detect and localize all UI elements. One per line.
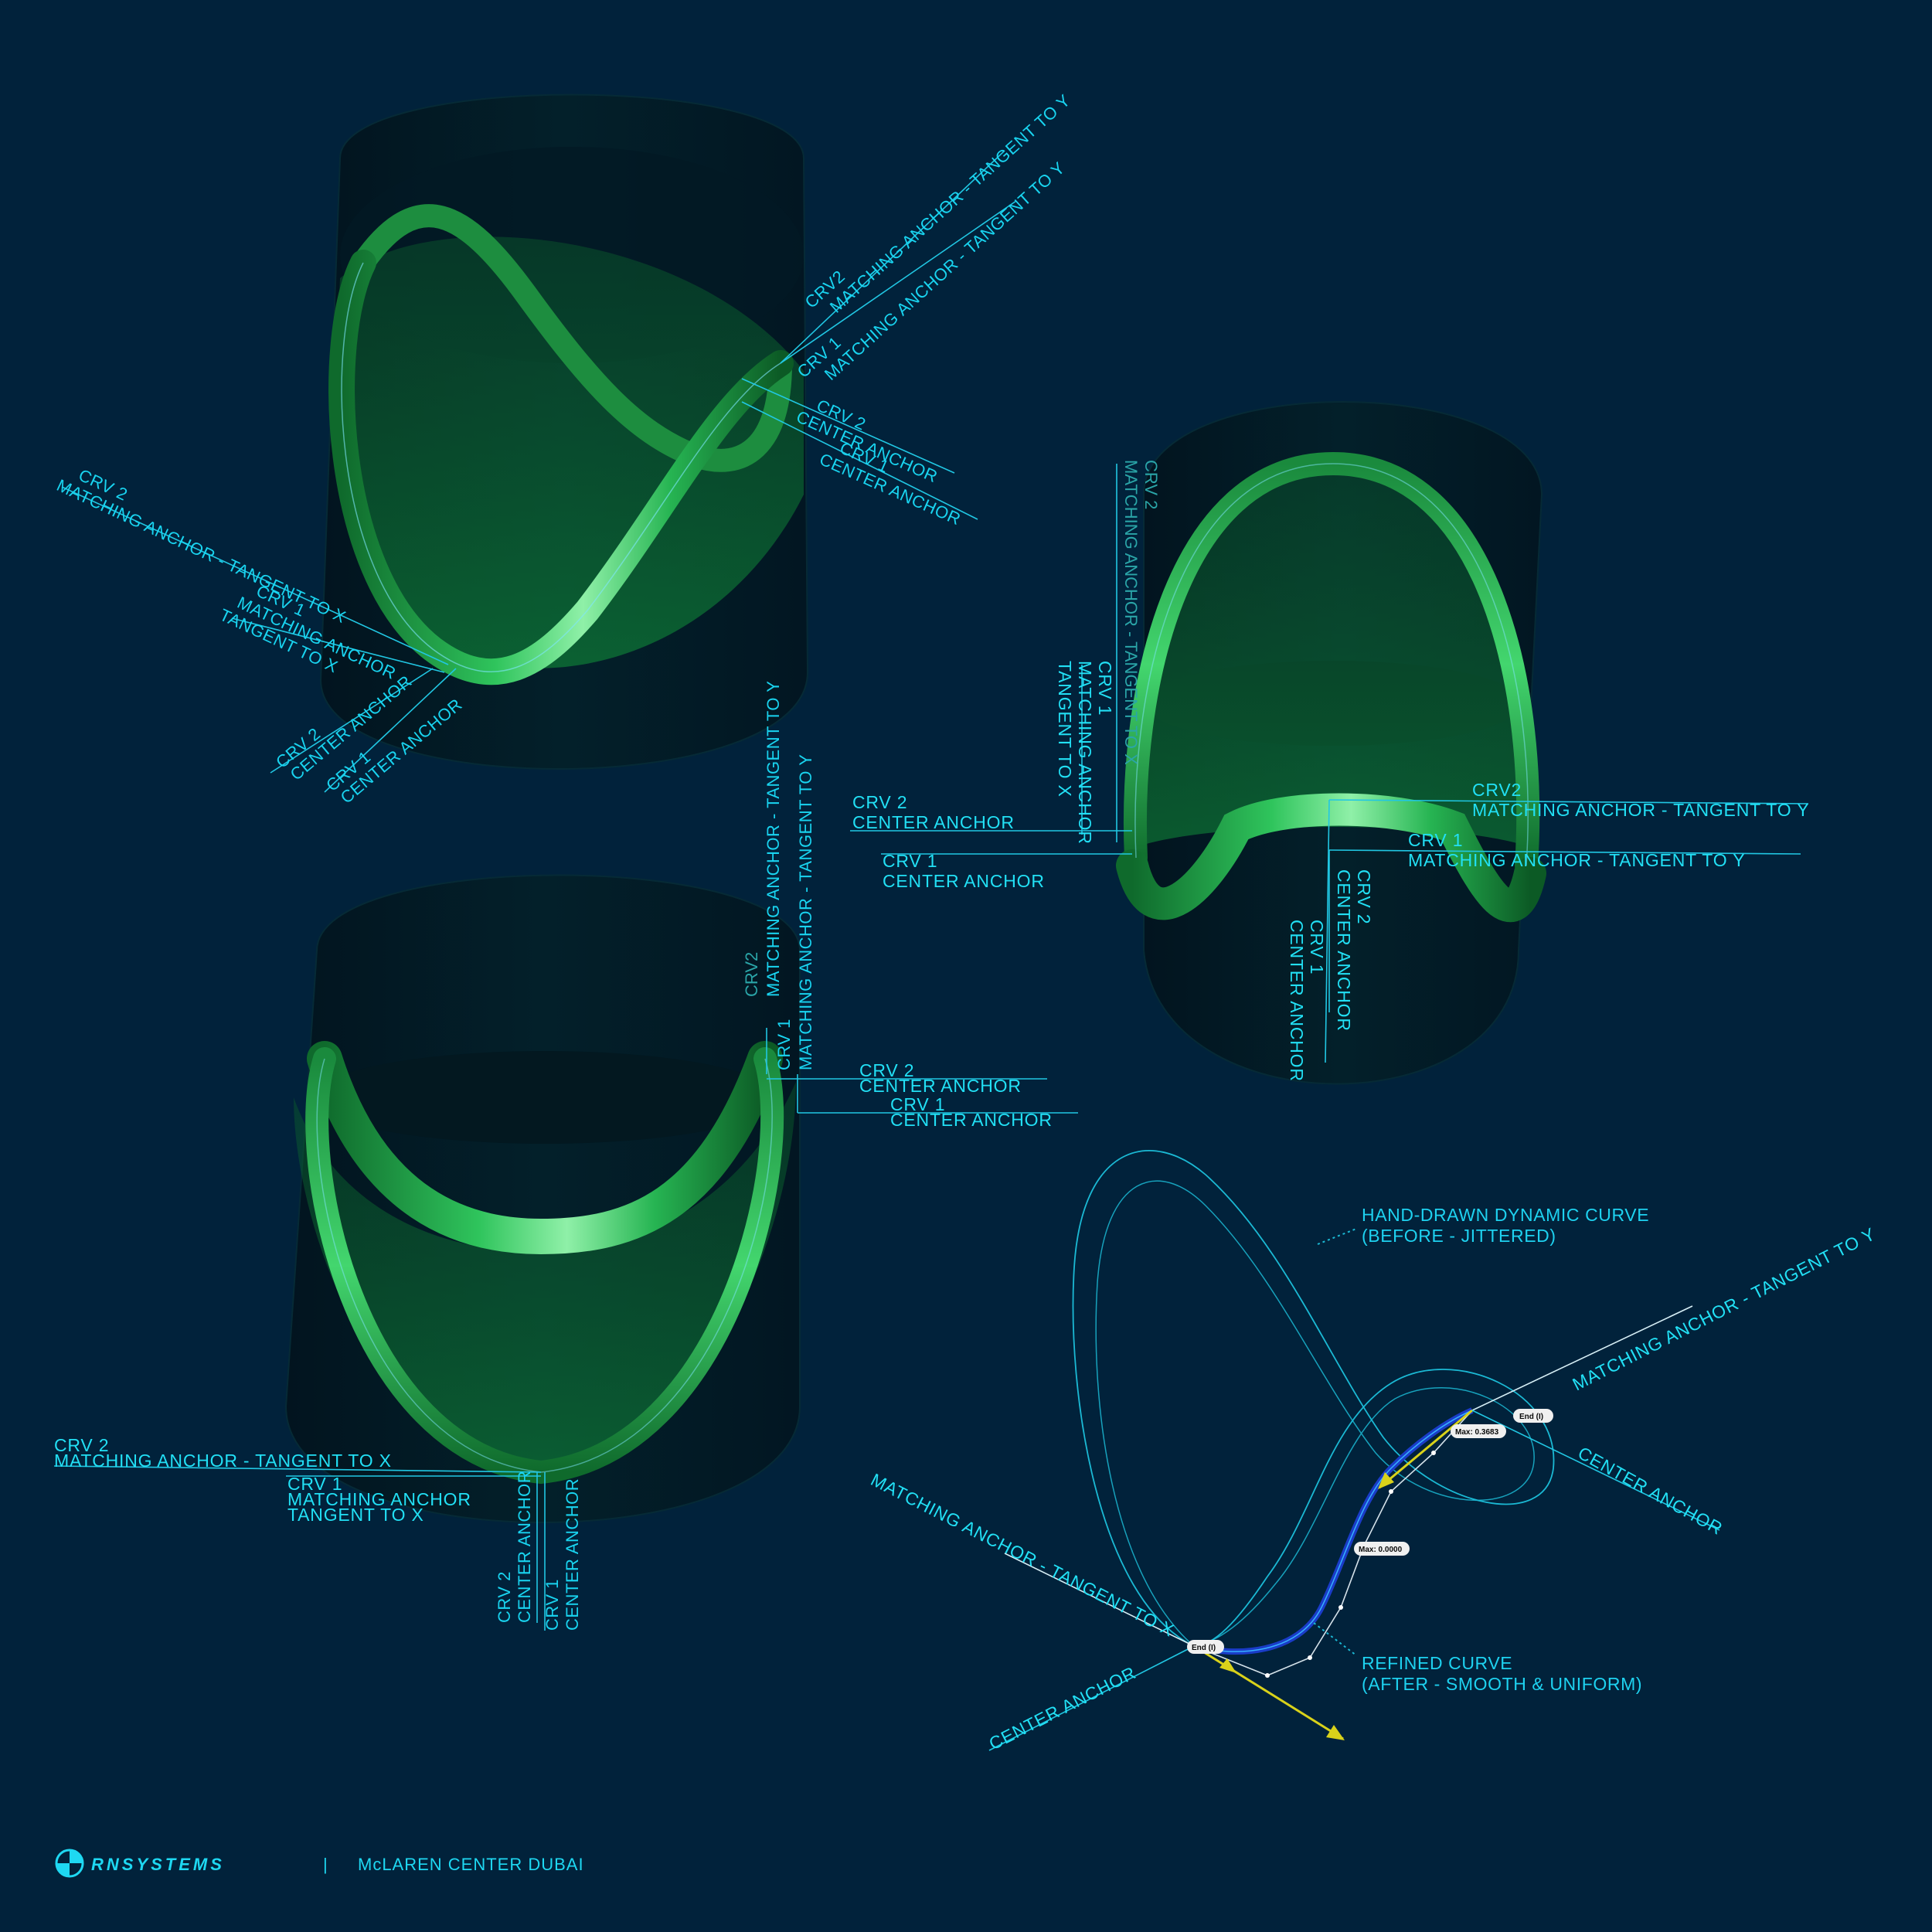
br-tag-end-bottom: End (I) [1187, 1640, 1224, 1654]
tr-label-crv1-match-v1: CRV 1 [1095, 661, 1115, 716]
tr-label-crv1-match-h2: MATCHING ANCHOR - TANGENT TO Y [1408, 850, 1745, 870]
tr-label-crv1-match-h1: CRV 1 [1408, 830, 1463, 850]
tl-leader-crv2-center [741, 378, 955, 474]
group-bottom-right: End (I) Max: 0.3683 Max: 0.0000 End (I) … [868, 1150, 1879, 1753]
bl-label-crv2-match-v1: CRV2 [742, 952, 761, 997]
br-label-match-x: MATCHING ANCHOR - TANGENT TO X [868, 1469, 1178, 1640]
br-control-polygon [1193, 1410, 1473, 1676]
tr-leader-down-1 [1325, 799, 1330, 1063]
br-dotted-leader-top [1317, 1228, 1357, 1245]
tr-leader-crv1-match [1328, 849, 1801, 855]
br-label-refined-2: (AFTER - SMOOTH & UNIFORM) [1362, 1674, 1642, 1694]
br-dotted-leader-bottom [1313, 1622, 1357, 1656]
tl-leader-bot-crv2 [270, 668, 434, 774]
bl-leader-crv2-match [53, 1465, 542, 1473]
tr-label-crv2-match-h1: CRV2 [1472, 780, 1522, 800]
tr-label-crv1-center-1: CRV 1 [883, 851, 937, 871]
group-top-right: CRV 2 MATCHING ANCHOR - TANGENT TO X CRV… [850, 401, 1809, 1085]
tr-label-crv2-center-2: CENTER ANCHOR [852, 812, 1015, 832]
br-tangent-bottom-mid-arrowhead [1219, 1658, 1236, 1673]
tr-leader-crv2-match [1328, 799, 1809, 804]
bl-label-bot-crv1-2: CENTER ANCHOR [563, 1478, 582, 1631]
tr-inner-surface [1128, 464, 1538, 850]
bl-label-crv2-center-2: CENTER ANCHOR [859, 1076, 1022, 1096]
tr-label-crv2-match-v2: MATCHING ANCHOR - TANGENT TO X [1121, 460, 1141, 765]
bl-label-crv2-center-1: CRV 2 [859, 1060, 914, 1080]
bl-inner-surface [294, 1082, 796, 1472]
group-top-left: CRV2 MATCHING ANCHOR - TANGENT TO Y CRV … [54, 90, 1074, 808]
tl-leader-left-crv1 [231, 617, 445, 673]
br-label-refined-1: REFINED CURVE [1362, 1653, 1512, 1673]
bl-cylinder-hole [313, 1051, 777, 1144]
bl-label-crv1-center-1: CRV 1 [890, 1094, 945, 1114]
bl-label-crv1-match-v2: MATCHING ANCHOR - TANGENT TO Y [796, 754, 815, 1070]
br-tangent-top [1379, 1409, 1473, 1489]
tr-label-bot-crv2-1: CRV 2 [1354, 869, 1374, 924]
br-tag-end-top: End (I) [1513, 1409, 1553, 1423]
tl-leader-left-crv2 [61, 486, 449, 665]
footer-separator: | [323, 1855, 328, 1874]
svg-text:Max: 0.3683: Max: 0.3683 [1455, 1428, 1499, 1437]
tl-inner-surface [338, 236, 804, 668]
tl-leader-bot-crv1 [324, 668, 457, 793]
bl-label-crv1-center-2: CENTER ANCHOR [890, 1110, 1053, 1130]
bl-label-crv2-match-h1: CRV 2 [54, 1435, 109, 1455]
footer-project: McLAREN CENTER DUBAI [358, 1855, 584, 1874]
tr-label-crv1-center-2: CENTER ANCHOR [883, 871, 1045, 891]
tr-label-crv1-match-v3: TANGENT TO X [1055, 661, 1075, 798]
br-leader-match-x [1004, 1553, 1195, 1647]
br-label-center-left: CENTER ANCHOR [985, 1662, 1139, 1753]
tl-leader-crv1-center [741, 401, 978, 520]
tr-label-crv2-match-v1: CRV 2 [1141, 460, 1161, 509]
tr-label-crv2-center-1: CRV 2 [852, 792, 907, 812]
group-bottom-left: CRV2 MATCHING ANCHOR - TANGENT TO Y CRV … [53, 681, 1078, 1631]
br-label-match-y: MATCHING ANCHOR - TANGENT TO Y [1569, 1223, 1879, 1394]
tr-ribbon-bowl [1116, 793, 1546, 923]
logo-text: RNSYSTEMS [91, 1855, 225, 1874]
tl-label-crv2-match-2: MATCHING ANCHOR - TANGENT TO Y [826, 90, 1074, 317]
tr-label-bot-crv2-2: CENTER ANCHOR [1334, 869, 1354, 1032]
svg-text:Max: 0.0000: Max: 0.0000 [1359, 1546, 1403, 1554]
bl-label-crv2-match-h2: MATCHING ANCHOR - TANGENT TO X [54, 1451, 392, 1471]
tl-ribbon-back [352, 204, 792, 472]
br-tangent-bottom-arrowhead [1326, 1725, 1345, 1740]
svg-text:End (I): End (I) [1192, 1644, 1216, 1652]
br-control-points [1265, 1451, 1436, 1678]
br-tag-max-mid: Max: 0.0000 [1354, 1542, 1410, 1556]
br-label-hand-drawn-2: (BEFORE - JITTERED) [1362, 1226, 1556, 1246]
bl-label-crv1-match-v1: CRV 1 [774, 1019, 794, 1070]
tl-ribbon-edge [341, 262, 781, 672]
br-label-hand-drawn-1: HAND-DRAWN DYNAMIC CURVE [1362, 1205, 1649, 1225]
br-leader-center-right [1471, 1410, 1720, 1531]
tl-leader-crv1-match [780, 200, 1017, 364]
tr-ribbon-edge [1134, 463, 1529, 866]
br-hand-drawn-curve-inner [1095, 1180, 1535, 1647]
tl-label-crv1-match-2: MATCHING ANCHOR - TANGENT TO Y [821, 158, 1069, 384]
br-tag-max-top: Max: 0.3683 [1451, 1424, 1506, 1438]
bl-label-bot-crv2-1: CRV 2 [495, 1571, 514, 1623]
br-label-center-right: CENTER ANCHOR [1575, 1443, 1726, 1539]
bl-label-bot-crv2-2: CENTER ANCHOR [515, 1471, 534, 1623]
br-refined-curve-highlight [1193, 1410, 1473, 1652]
br-leader-center-left [988, 1645, 1195, 1751]
tr-label-bot-crv1-2: CENTER ANCHOR [1287, 920, 1307, 1082]
bl-label-crv1-match-h1: CRV 1 [287, 1474, 342, 1494]
svg-text:End (I): End (I) [1519, 1413, 1543, 1421]
bl-label-bot-crv1-1: CRV 1 [543, 1579, 562, 1631]
bl-ribbon-bowl [307, 1041, 783, 1255]
bl-label-crv2-match-v2: MATCHING ANCHOR - TANGENT TO Y [764, 681, 783, 997]
br-leader-match-y [1471, 1305, 1693, 1411]
br-tangent-top-arrowhead [1378, 1472, 1394, 1489]
tr-label-crv2-match-h2: MATCHING ANCHOR - TANGENT TO Y [1472, 800, 1809, 820]
tr-label-crv1-match-v2: MATCHING ANCHOR [1075, 661, 1095, 845]
tr-label-bot-crv1-1: CRV 1 [1307, 920, 1327, 975]
br-tangent-bottom [1193, 1645, 1344, 1740]
tl-leader-crv2-match [780, 150, 1005, 364]
bl-label-crv1-match-h3: TANGENT TO X [287, 1505, 424, 1525]
bl-label-crv1-match-h2: MATCHING ANCHOR [287, 1489, 471, 1509]
logo-icon [55, 1849, 84, 1878]
footer: RNSYSTEMS | McLAREN CENTER DUBAI [55, 1849, 584, 1878]
